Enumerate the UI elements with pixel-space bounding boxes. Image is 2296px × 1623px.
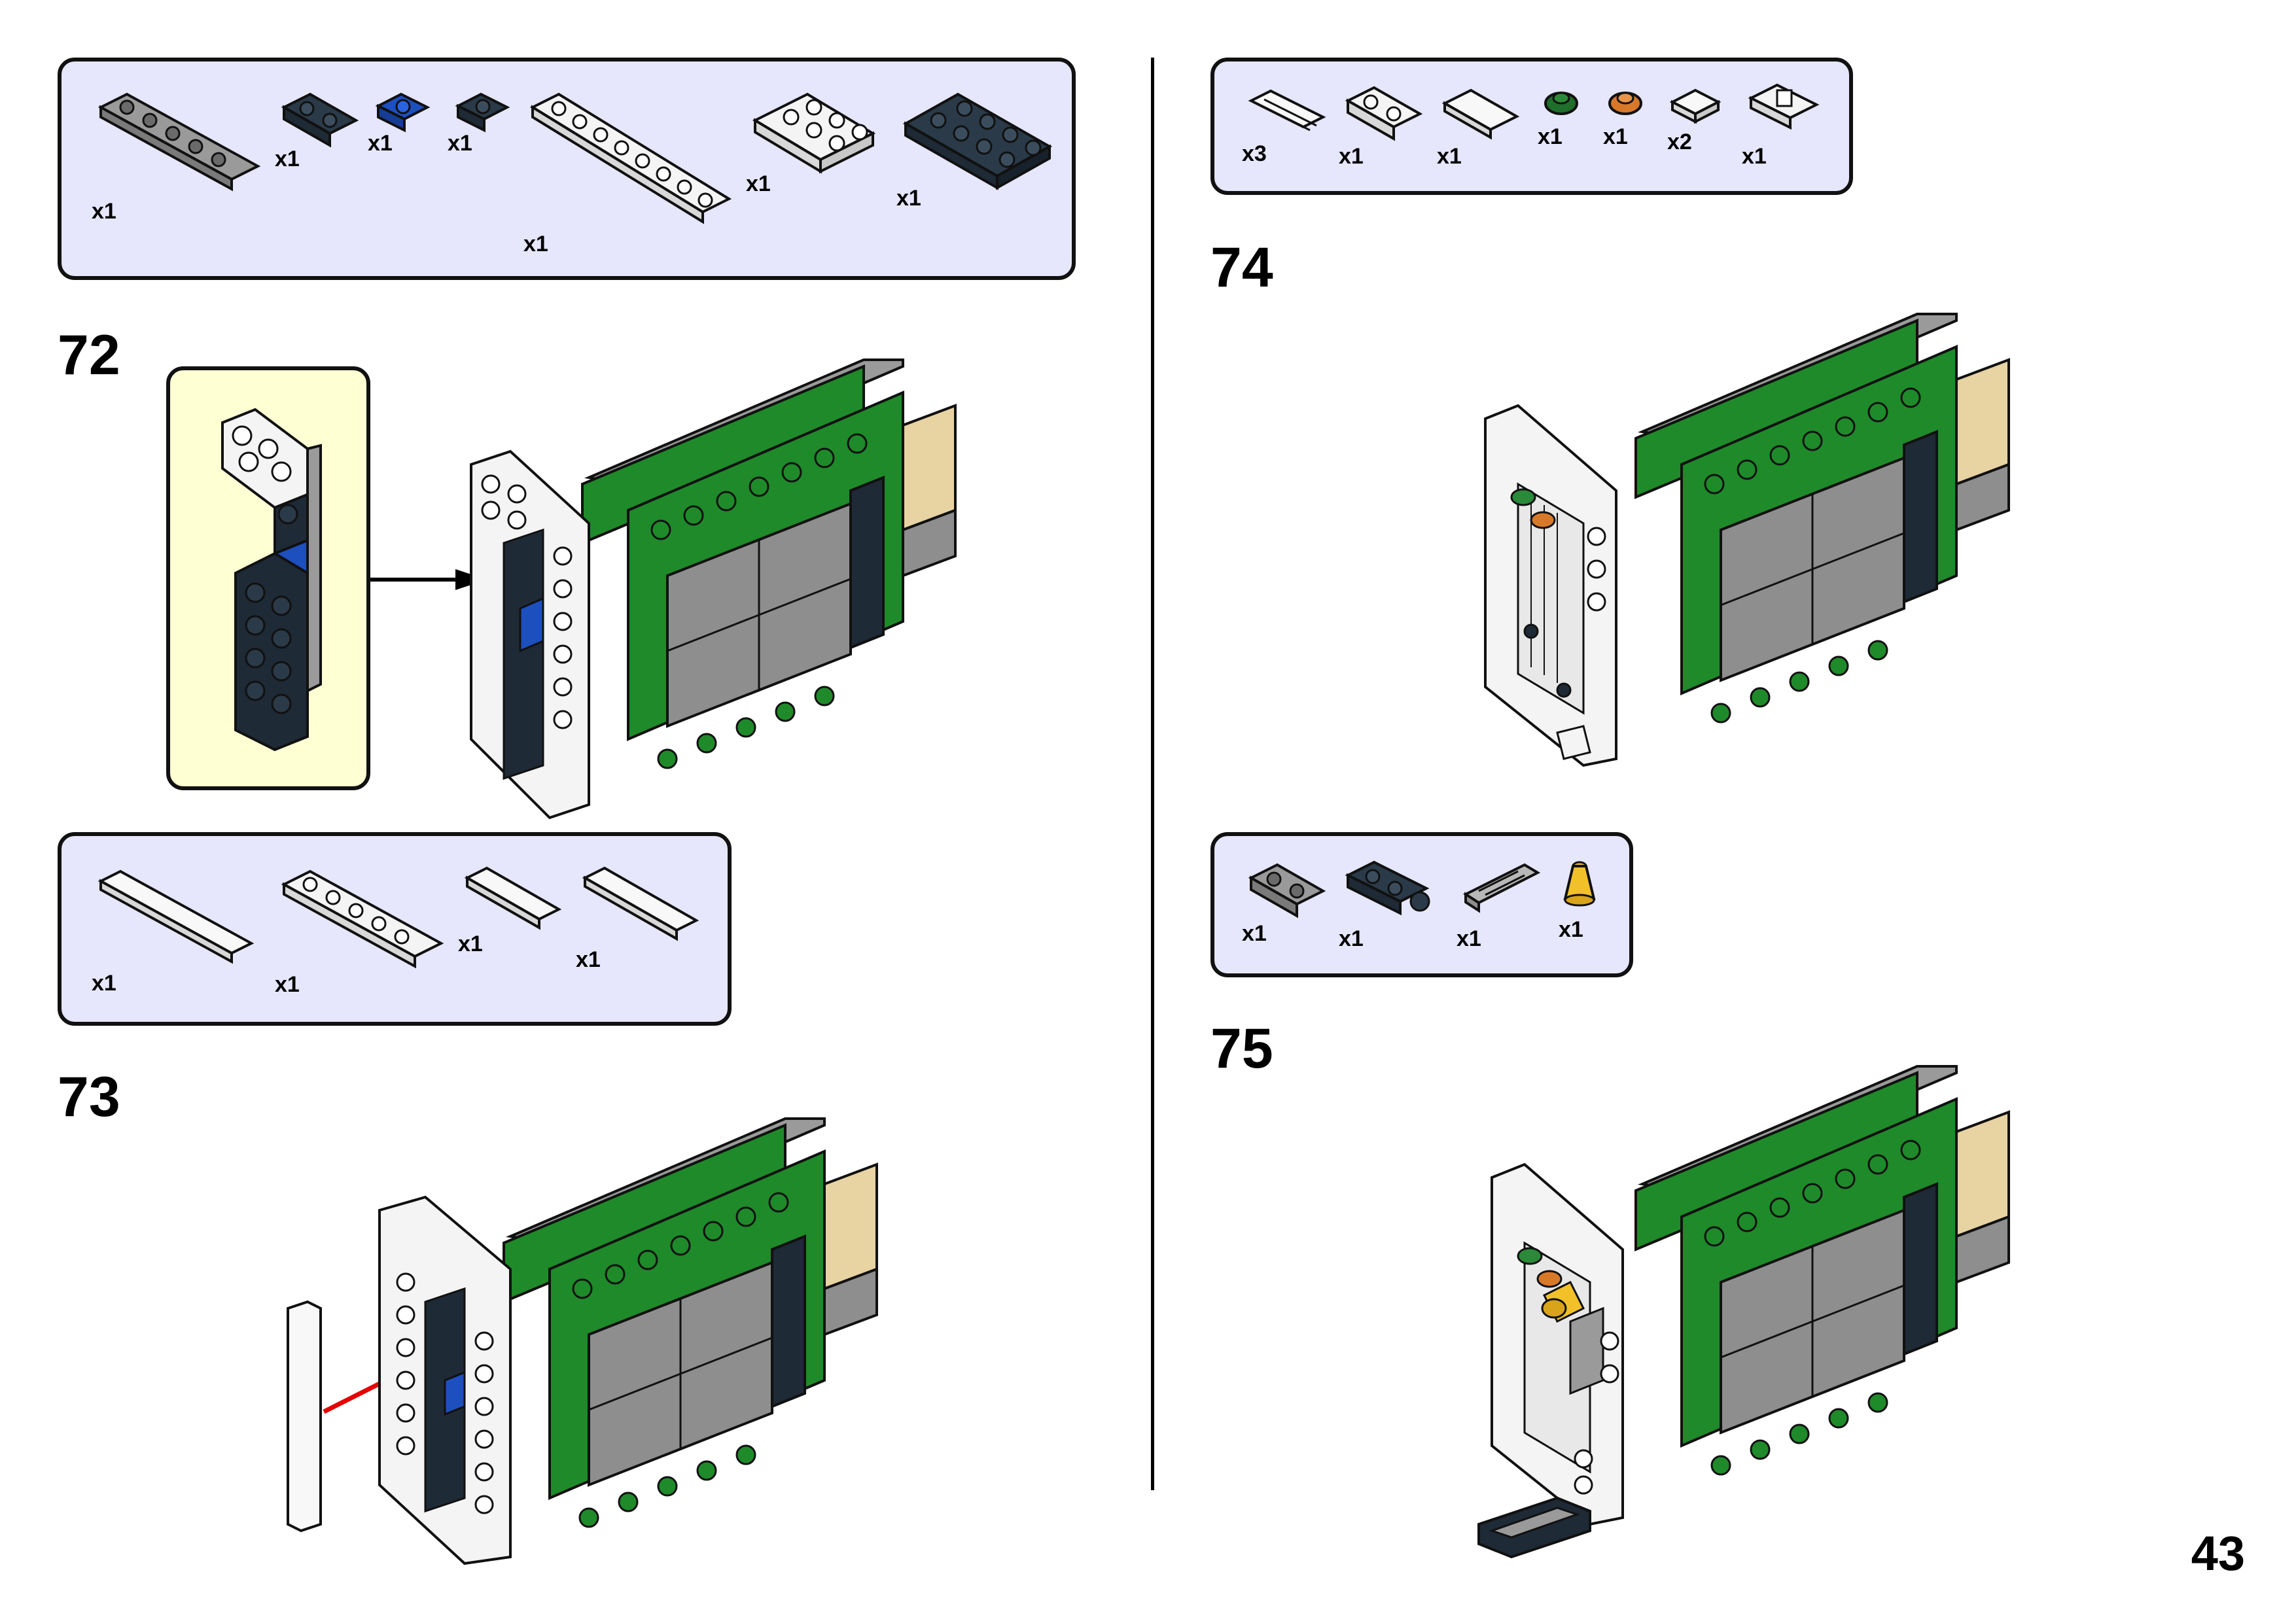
qty-label: x1 — [1437, 144, 1462, 169]
step-73-model — [378, 1117, 878, 1565]
white-plate-1x2-icon — [1345, 86, 1423, 141]
gray-plate-1x6-icon — [97, 92, 261, 192]
qty-label: x1 — [1339, 144, 1364, 169]
qty-label: x1 — [1559, 917, 1583, 942]
page-number: 43 — [2191, 1526, 2245, 1580]
step-number: 75 — [1210, 1017, 1273, 1080]
white-tile-1x3-icon — [464, 866, 562, 930]
gray-grille-tile-icon — [1462, 863, 1541, 913]
parts-list-2: x1 x1 x1 x1 — [58, 832, 732, 1026]
parts-list-1: x1 x1 x1 x1 x1 x1 x1 — [58, 58, 1076, 280]
dark-plate-2x4-icon — [902, 92, 1053, 190]
qty-label: x1 — [1457, 926, 1481, 951]
qty-label: x3 — [1242, 141, 1267, 166]
white-plate-1x6-icon — [281, 869, 444, 969]
step-number: 72 — [58, 324, 120, 387]
step-72-model — [470, 358, 957, 820]
white-tile-1x4-icon — [582, 866, 699, 941]
qty-label: x1 — [1339, 926, 1364, 951]
blue-plate-1x1-icon — [375, 92, 431, 133]
qty-label: x2 — [1667, 130, 1692, 154]
white-plate-2x3-icon — [752, 92, 876, 174]
qty-label: x1 — [523, 232, 548, 256]
step-number: 73 — [58, 1066, 120, 1128]
qty-label: x1 — [368, 131, 393, 156]
parts-list-4: x1 x1 x1 x1 — [1210, 832, 1633, 977]
step-75-model — [1477, 1065, 2010, 1559]
yellow-cone-icon — [1563, 861, 1596, 907]
dark-plate-1x1-icon — [455, 92, 510, 133]
parts-list-3: x3 x1 x1 x1 x1 x2 x1 — [1210, 58, 1853, 195]
white-clip-plate-icon — [1748, 83, 1820, 130]
step-number: 74 — [1210, 236, 1273, 299]
sub-assembly-callout — [166, 366, 370, 790]
white-tile-1x1-icon — [1669, 88, 1722, 124]
qty-label: x1 — [92, 199, 116, 224]
qty-label: x1 — [1742, 144, 1767, 169]
orange-round-plate-icon — [1608, 92, 1642, 115]
green-round-plate-icon — [1544, 92, 1578, 115]
step-74-model — [1484, 313, 2010, 767]
qty-label: x1 — [576, 947, 601, 972]
sub-assembly-icon — [221, 408, 322, 752]
gray-plate-1x2-icon — [1248, 863, 1326, 918]
qty-label: x1 — [1603, 124, 1628, 149]
dark-plate-1x2-icon — [281, 92, 359, 148]
white-tile-1x6-icon — [97, 869, 255, 964]
column-divider — [1151, 58, 1154, 1490]
white-plate-1x8-icon — [529, 92, 732, 224]
qty-label: x1 — [1242, 921, 1267, 946]
qty-label: x1 — [1538, 124, 1563, 149]
dark-hinge-plate-icon — [1345, 860, 1430, 916]
qty-label: x1 — [275, 147, 300, 171]
qty-label: x1 — [448, 131, 472, 156]
qty-label: x1 — [92, 971, 116, 996]
qty-label: x1 — [275, 972, 300, 997]
qty-label: x1 — [746, 171, 771, 196]
qty-label: x1 — [458, 932, 483, 956]
white-tile-1x2-icon — [1441, 88, 1520, 140]
qty-label: x1 — [896, 186, 921, 211]
white-tile-piece — [287, 1300, 322, 1533]
white-grille-tile-icon — [1248, 89, 1326, 131]
